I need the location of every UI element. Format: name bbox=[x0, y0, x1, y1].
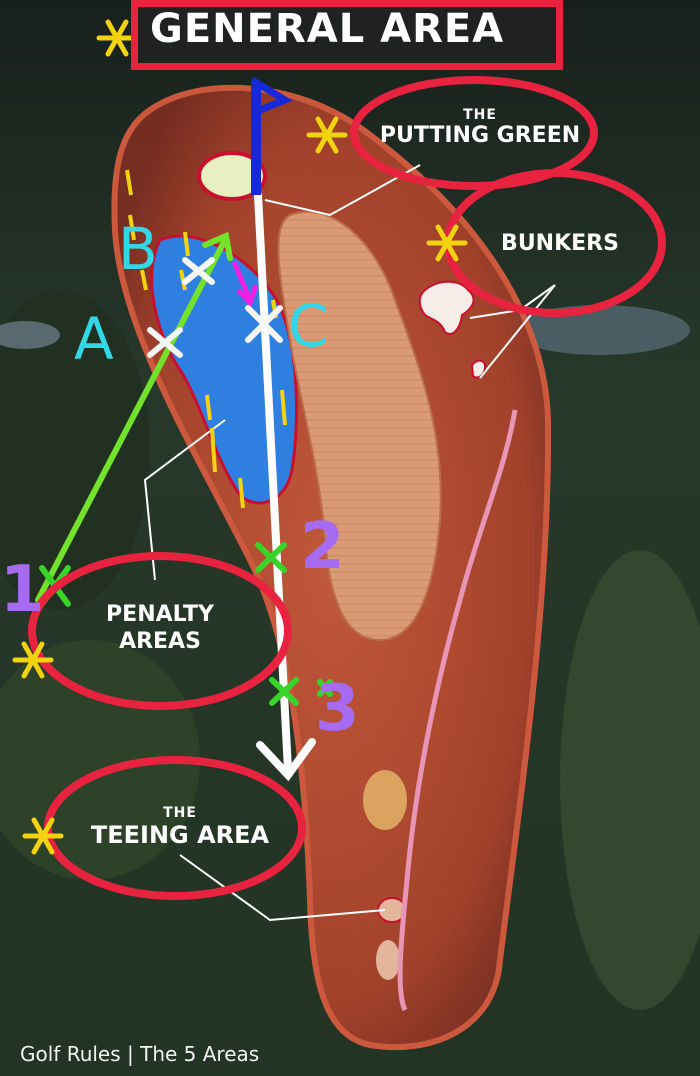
title-box bbox=[131, 0, 563, 70]
bunker-near-tee bbox=[363, 770, 407, 830]
background-fairway-right bbox=[560, 550, 700, 1010]
fairway bbox=[277, 210, 442, 642]
penalty-areas-line1: PENALTY bbox=[106, 602, 214, 627]
number-2-label: 2 bbox=[300, 510, 345, 584]
bunker-small bbox=[470, 359, 487, 379]
white-flight-line bbox=[254, 191, 316, 782]
background-trees-left bbox=[0, 290, 150, 610]
tee-box-lower bbox=[376, 940, 400, 980]
background-pond-right bbox=[510, 305, 690, 355]
flag-icon bbox=[250, 77, 293, 195]
point-b-label: B bbox=[118, 215, 158, 283]
teeing-area-prefix: THE bbox=[163, 805, 197, 821]
magenta-arrow bbox=[231, 261, 259, 308]
putting-green-prefix: THE bbox=[463, 107, 497, 123]
penalty-areas-line2: AREAS bbox=[119, 629, 201, 654]
white-x-marks bbox=[147, 257, 283, 358]
pointer-putting-green bbox=[264, 164, 421, 217]
ring-putting-green bbox=[350, 76, 598, 190]
asterisk-icon bbox=[12, 641, 54, 679]
video-caption: Golf Rules | The 5 Areas bbox=[20, 1042, 260, 1066]
asterisk-icon bbox=[22, 817, 64, 855]
putting-green bbox=[197, 151, 267, 201]
pointer-teeing-area bbox=[179, 854, 386, 922]
pointer-bunkers-2 bbox=[479, 284, 556, 379]
green-arrow bbox=[35, 231, 233, 603]
number-1-label: 1 bbox=[0, 553, 45, 627]
number-3-label: 3 bbox=[315, 672, 360, 746]
asterisk-icons bbox=[12, 19, 468, 855]
teeing-area-label: TEEING AREA bbox=[90, 821, 270, 849]
pointer-penalty-areas bbox=[143, 419, 226, 581]
asterisk-icon bbox=[306, 116, 348, 154]
cart-path bbox=[397, 409, 518, 1012]
page-title: GENERAL AREA bbox=[150, 6, 505, 52]
point-c-label: C bbox=[288, 292, 329, 360]
point-a-label: A bbox=[74, 305, 114, 373]
background-pond-left bbox=[0, 321, 60, 349]
ring-penalty-areas bbox=[28, 552, 292, 710]
asterisk-icon bbox=[96, 19, 138, 57]
bunkers-label: BUNKERS bbox=[501, 231, 619, 256]
putting-green-label: PUTTING GREEN bbox=[379, 123, 581, 148]
asterisk-icon bbox=[426, 224, 468, 262]
bunker-large bbox=[418, 280, 475, 335]
